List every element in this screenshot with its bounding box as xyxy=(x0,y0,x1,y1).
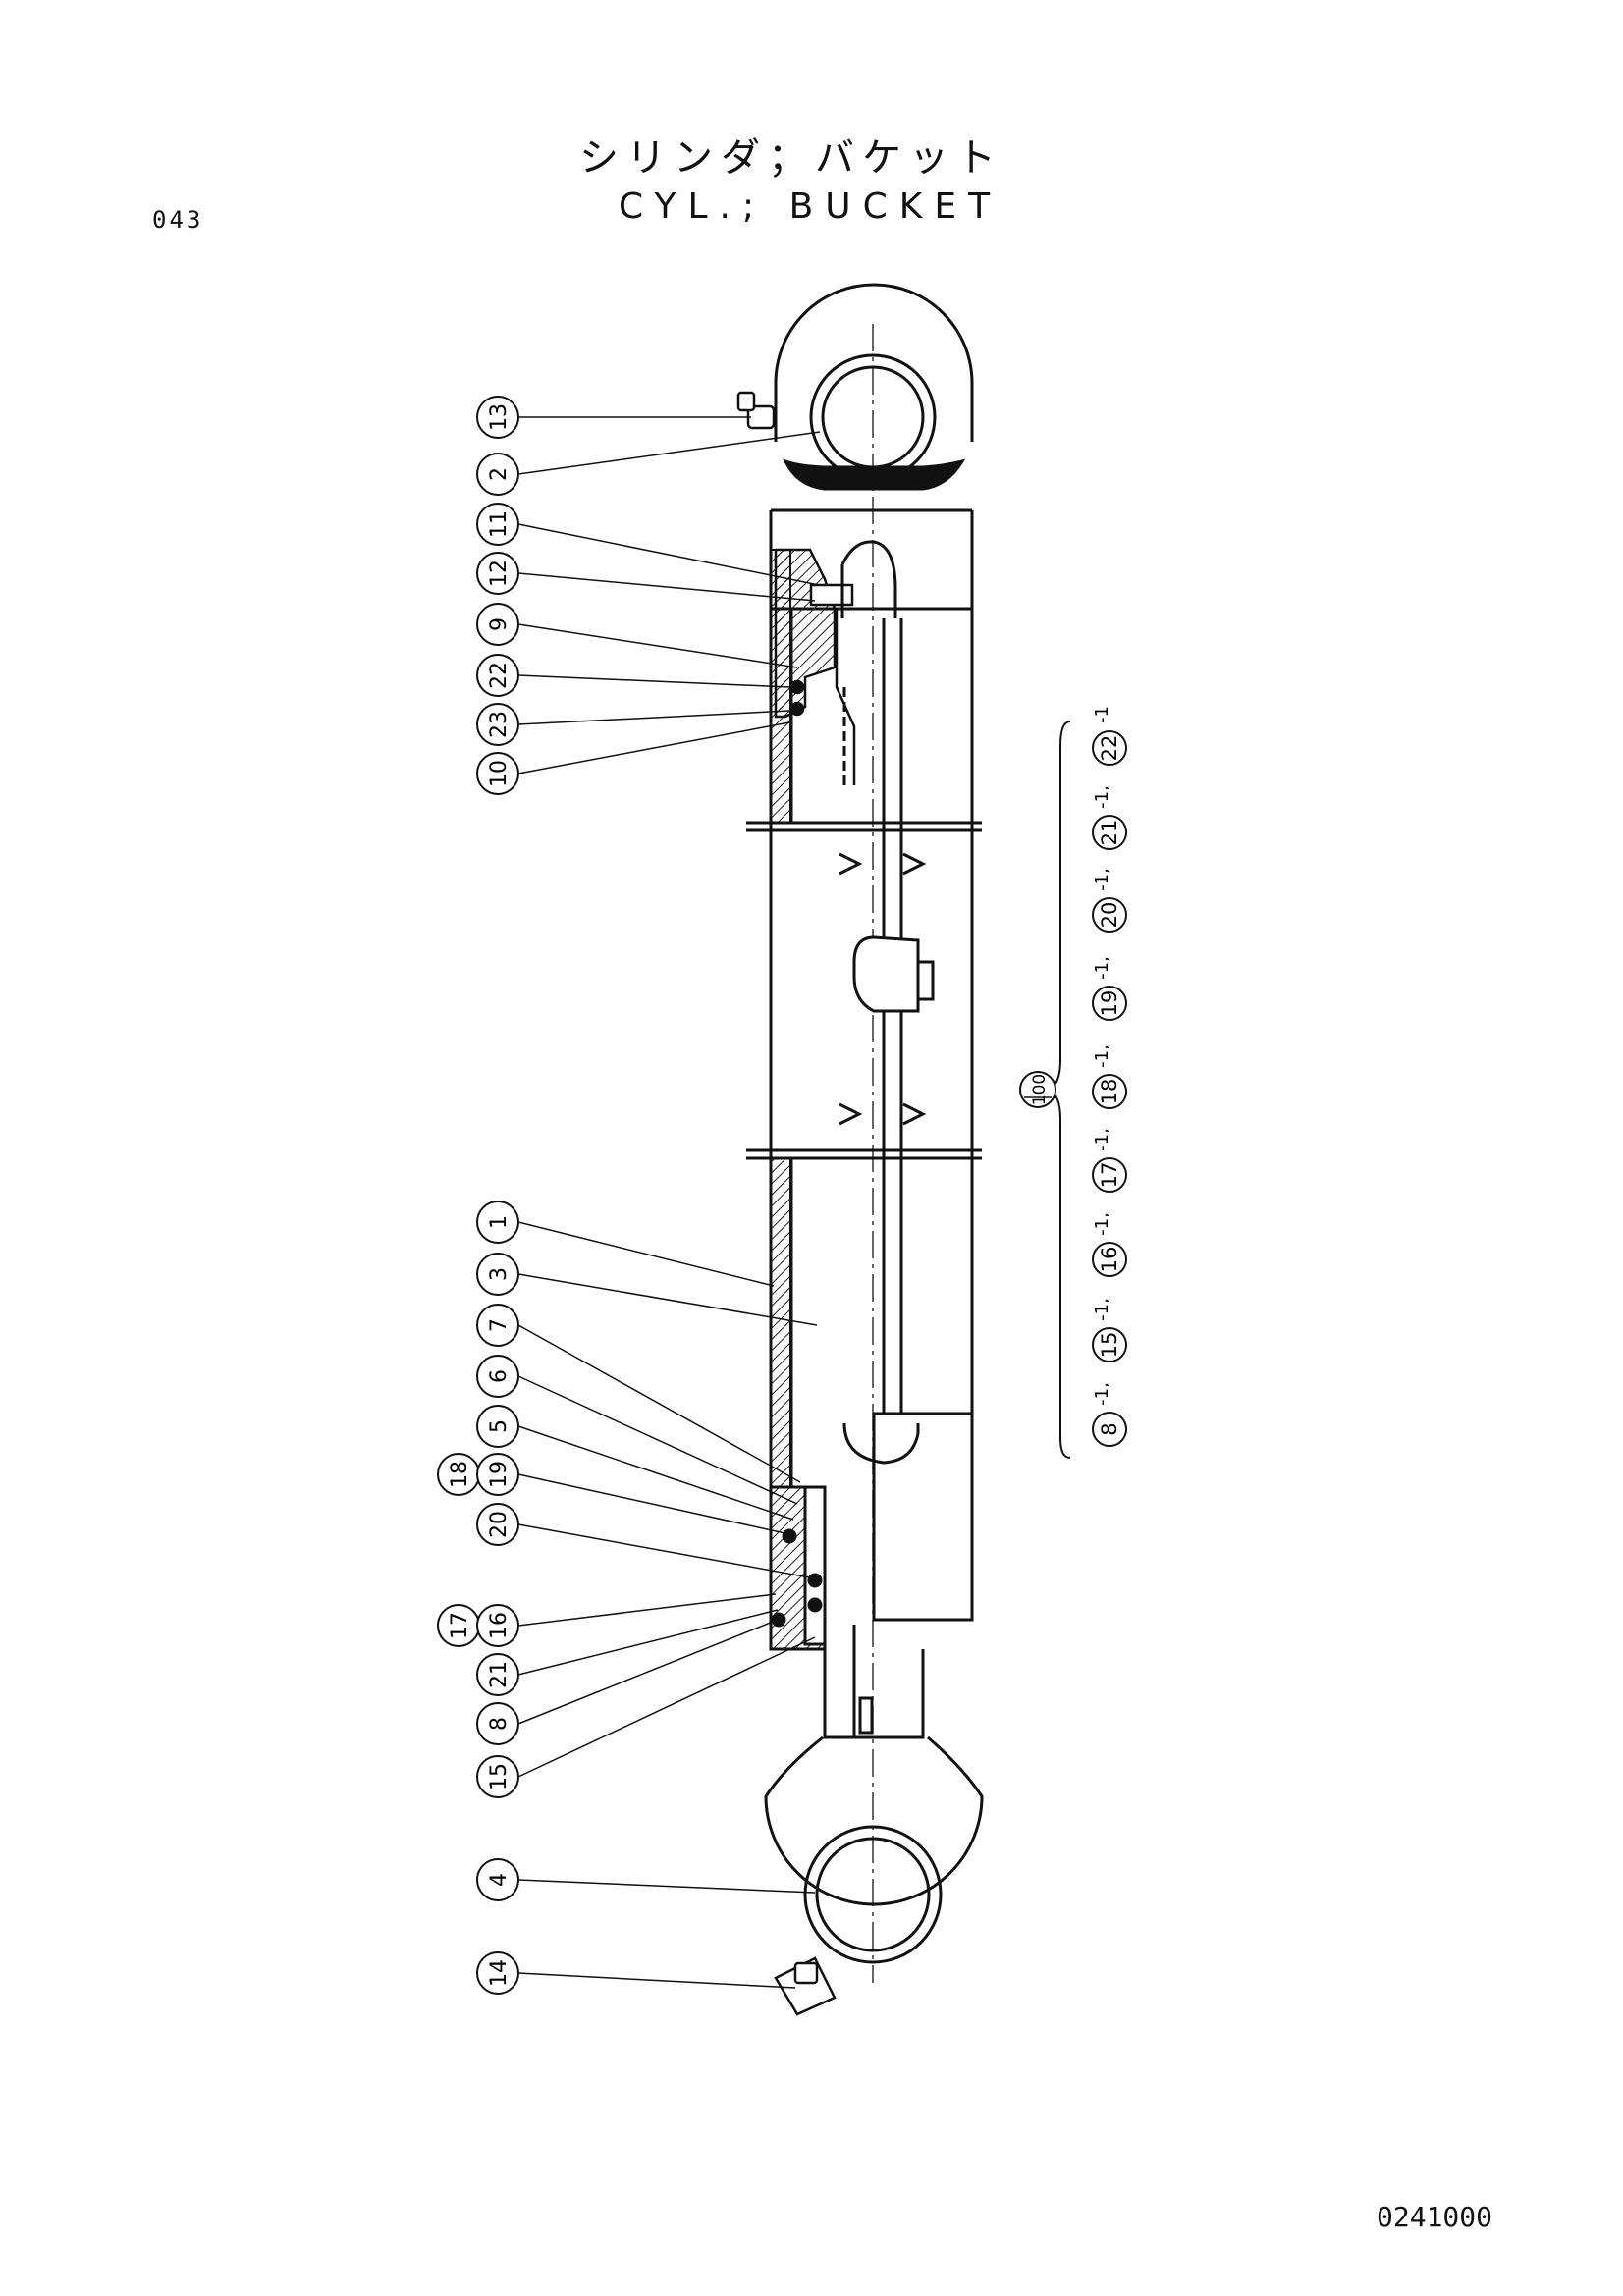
seal-kit-item-20: 20 -1, xyxy=(1092,868,1127,933)
callout-7: 7 xyxy=(476,1304,801,1483)
callout-12: 12 xyxy=(476,552,816,602)
title-english: CYL.; BUCKET xyxy=(619,187,1002,227)
page-number: 043 xyxy=(152,206,204,234)
svg-text:21: 21 xyxy=(1098,820,1121,846)
seal-kit: 100 8 -1, 15 -1, 16 -1, 17 -1, 18 -1, xyxy=(1019,706,1127,1459)
svg-text:-1,: -1, xyxy=(1092,956,1112,980)
callout-15: 15 xyxy=(476,1636,816,1798)
svg-text:22: 22 xyxy=(1098,735,1121,762)
callout-13: 13 xyxy=(476,396,751,439)
svg-text:18: 18 xyxy=(1098,1079,1121,1105)
title-japanese: シリンダ；バケット xyxy=(579,135,1003,181)
callout-23: 23 xyxy=(476,703,790,746)
callout-10: 10 xyxy=(476,721,790,795)
callout-6: 6 xyxy=(476,1355,798,1505)
seal-kit-item-19: 19 -1, xyxy=(1092,956,1127,1021)
svg-text:22: 22 xyxy=(487,662,512,689)
svg-text:2: 2 xyxy=(487,467,512,481)
svg-text:100: 100 xyxy=(1030,1074,1050,1105)
svg-text:16: 16 xyxy=(487,1612,512,1639)
svg-text:-1,: -1, xyxy=(1092,868,1112,891)
svg-text:8: 8 xyxy=(1098,1422,1121,1435)
svg-text:-1,: -1, xyxy=(1092,1044,1112,1068)
seal-kit-item-8: 8 -1, xyxy=(1092,1382,1127,1447)
svg-text:-1,: -1, xyxy=(1092,1298,1112,1321)
seal-kit-item-21: 21 -1, xyxy=(1092,785,1127,850)
callout-21: 21 xyxy=(476,1609,779,1696)
grease-fitting-top xyxy=(736,391,776,430)
svg-text:12: 12 xyxy=(487,560,512,587)
callout-3: 3 xyxy=(476,1253,818,1326)
head-eye xyxy=(771,283,974,512)
svg-text:1: 1 xyxy=(487,1215,512,1229)
callouts: 13 2 11 12 9 22 23 xyxy=(437,396,821,1995)
svg-text:4: 4 xyxy=(487,1873,512,1887)
svg-text:3: 3 xyxy=(487,1267,512,1281)
svg-text:18: 18 xyxy=(448,1461,472,1488)
drawing-number: 0241000 xyxy=(1377,2201,1493,2233)
svg-text:-1,: -1, xyxy=(1092,1128,1112,1151)
grease-fitting-bottom xyxy=(774,1956,837,2016)
callout-9: 9 xyxy=(476,603,798,668)
svg-text:19: 19 xyxy=(1098,990,1121,1017)
svg-text:6: 6 xyxy=(487,1369,512,1383)
svg-text:17: 17 xyxy=(1098,1162,1121,1189)
piston-section xyxy=(769,1412,974,1651)
seal-kit-item-15: 15 -1, xyxy=(1092,1298,1127,1362)
callout-5: 5 xyxy=(476,1405,794,1521)
svg-text:10: 10 xyxy=(487,760,512,787)
svg-text:9: 9 xyxy=(487,617,512,631)
svg-text:-1,: -1, xyxy=(1092,1382,1112,1406)
piston-rod xyxy=(839,540,935,1472)
svg-text:-1,: -1, xyxy=(1092,1212,1112,1236)
callout-18: 18 xyxy=(437,1453,480,1496)
callout-8: 8 xyxy=(476,1619,779,1745)
svg-text:19: 19 xyxy=(487,1461,512,1488)
seal-kit-item-22: 22 -1 xyxy=(1092,706,1127,766)
callout-20: 20 xyxy=(476,1503,816,1579)
callout-14: 14 xyxy=(476,1951,796,1995)
seal-kit-item-16: 16 -1, xyxy=(1092,1212,1127,1277)
callout-2: 2 xyxy=(476,431,821,496)
seal-kit-number: 100 xyxy=(1019,1071,1056,1108)
svg-text:-1: -1 xyxy=(1092,706,1112,723)
svg-text:17: 17 xyxy=(448,1612,472,1639)
callout-17: 17 xyxy=(437,1604,480,1647)
svg-text:16: 16 xyxy=(1098,1247,1121,1273)
svg-text:-1,: -1, xyxy=(1092,785,1112,809)
seal-kit-item-17: 17 -1, xyxy=(1092,1128,1127,1193)
callout-4: 4 xyxy=(476,1858,816,1901)
svg-text:15: 15 xyxy=(1098,1332,1121,1359)
callout-16: 16 xyxy=(476,1593,777,1647)
svg-text:13: 13 xyxy=(487,403,512,431)
callout-11: 11 xyxy=(476,503,820,586)
svg-text:7: 7 xyxy=(487,1318,512,1332)
callout-1: 1 xyxy=(476,1201,775,1287)
svg-text:5: 5 xyxy=(487,1419,512,1433)
svg-text:20: 20 xyxy=(487,1511,512,1538)
svg-text:15: 15 xyxy=(487,1763,512,1790)
svg-text:8: 8 xyxy=(487,1717,512,1731)
callout-22: 22 xyxy=(476,654,790,697)
rod-eye xyxy=(764,1625,984,1964)
svg-text:14: 14 xyxy=(487,1959,512,1987)
svg-text:20: 20 xyxy=(1098,902,1121,929)
svg-text:21: 21 xyxy=(487,1661,512,1688)
callout-19: 19 xyxy=(476,1453,790,1535)
seal-kit-item-18: 18 -1, xyxy=(1092,1044,1127,1109)
svg-text:11: 11 xyxy=(487,510,512,538)
svg-text:23: 23 xyxy=(487,711,512,738)
